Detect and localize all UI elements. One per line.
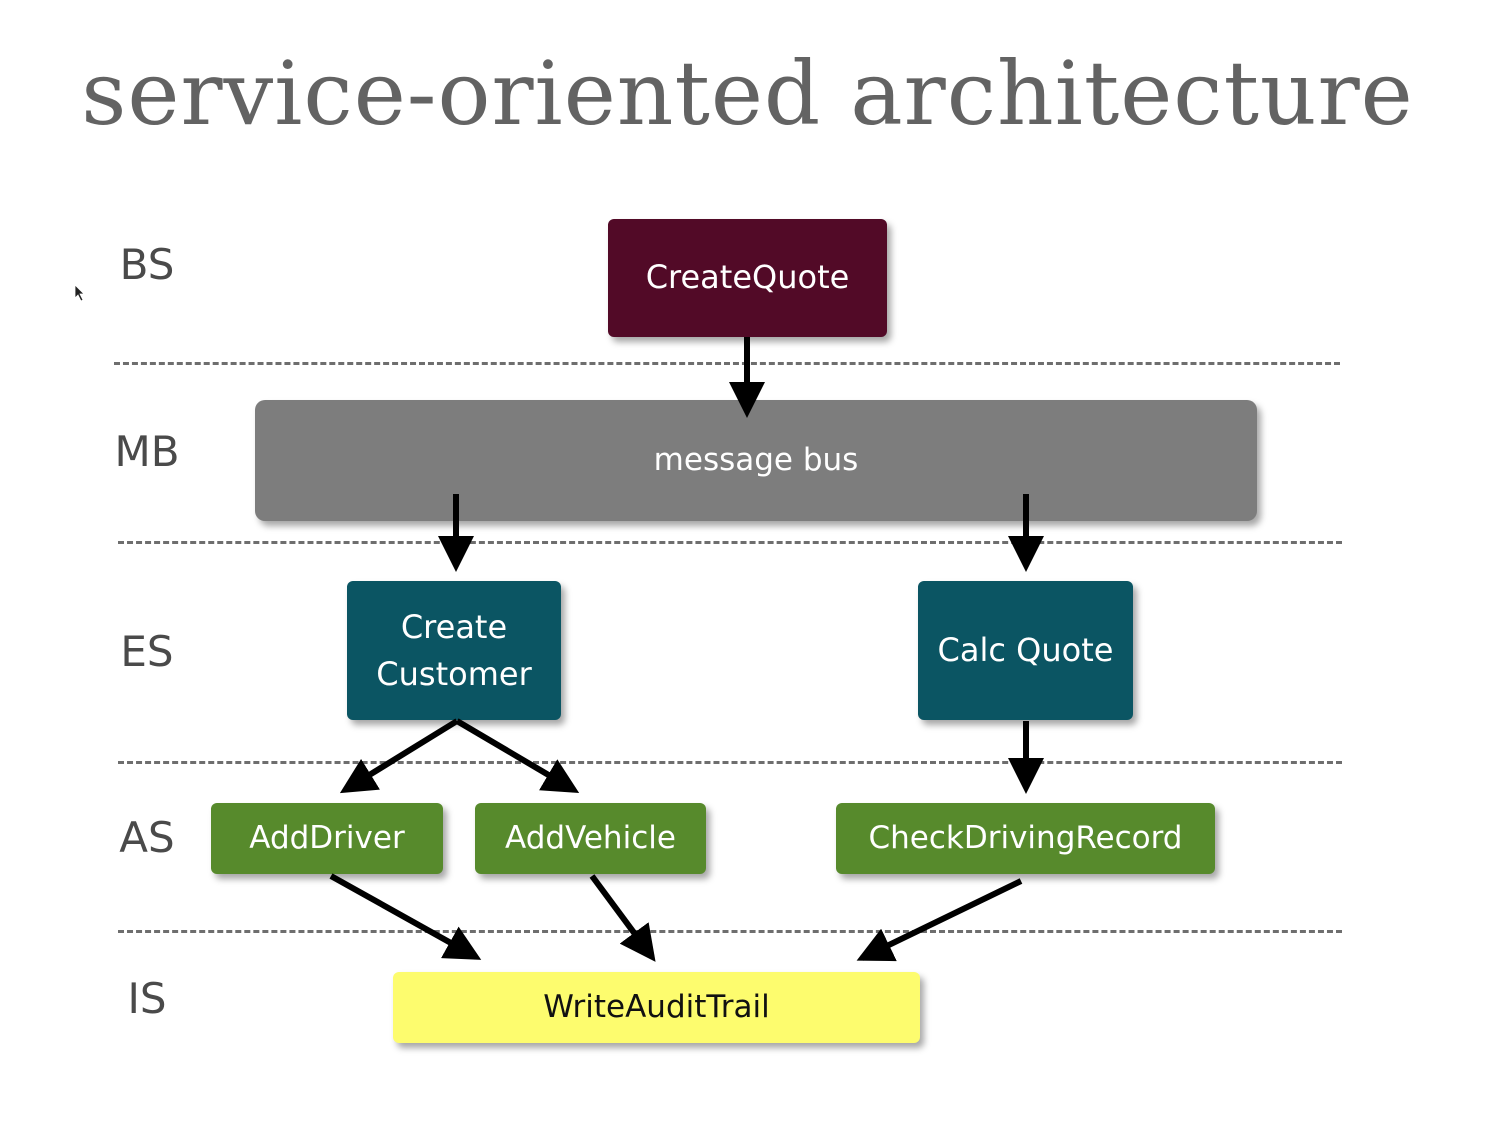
message-bus-label: message bus bbox=[653, 442, 859, 479]
arrow-add-vehicle-to-audit bbox=[589, 874, 656, 962]
write-audit-trail-node: WriteAuditTrail bbox=[393, 972, 920, 1043]
layer-separator bbox=[114, 362, 1340, 365]
calc-quote-node: Calc Quote bbox=[918, 581, 1133, 720]
layer-separator bbox=[118, 930, 1342, 933]
layer-label-es: ES bbox=[120, 627, 174, 676]
layer-separator bbox=[118, 541, 1342, 544]
mouse-pointer-icon bbox=[74, 284, 85, 302]
slide-title: service-oriented architecture bbox=[81, 42, 1414, 145]
create-quote-node: CreateQuote bbox=[608, 219, 887, 337]
layer-label-is: IS bbox=[127, 974, 167, 1023]
calc-quote-label: Calc Quote bbox=[937, 630, 1114, 669]
arrow-create-customer-to-add-vehicle bbox=[455, 718, 580, 794]
check-driving-record-node: CheckDrivingRecord bbox=[836, 803, 1215, 874]
check-driving-record-label: CheckDrivingRecord bbox=[868, 820, 1183, 857]
layer-label-mb: MB bbox=[114, 427, 180, 476]
arrow-check-record-to-audit bbox=[856, 878, 1023, 962]
create-customer-label-line1: Create bbox=[400, 608, 508, 647]
create-customer-label-line2: Customer bbox=[376, 654, 532, 693]
write-audit-trail-label: WriteAuditTrail bbox=[543, 989, 770, 1026]
message-bus-node: message bus bbox=[255, 400, 1257, 521]
add-driver-label: AddDriver bbox=[249, 820, 405, 857]
layer-label-bs: BS bbox=[119, 240, 175, 289]
create-customer-node: Create Customer bbox=[347, 581, 561, 720]
arrow-add-driver-to-audit bbox=[329, 873, 482, 960]
arrow-create-customer-to-add-driver bbox=[339, 718, 459, 794]
add-vehicle-label: AddVehicle bbox=[505, 820, 676, 857]
add-driver-node: AddDriver bbox=[211, 803, 443, 874]
create-quote-label: CreateQuote bbox=[645, 258, 850, 297]
add-vehicle-node: AddVehicle bbox=[475, 803, 706, 874]
layer-label-as: AS bbox=[119, 813, 175, 862]
layer-separator bbox=[118, 761, 1342, 764]
